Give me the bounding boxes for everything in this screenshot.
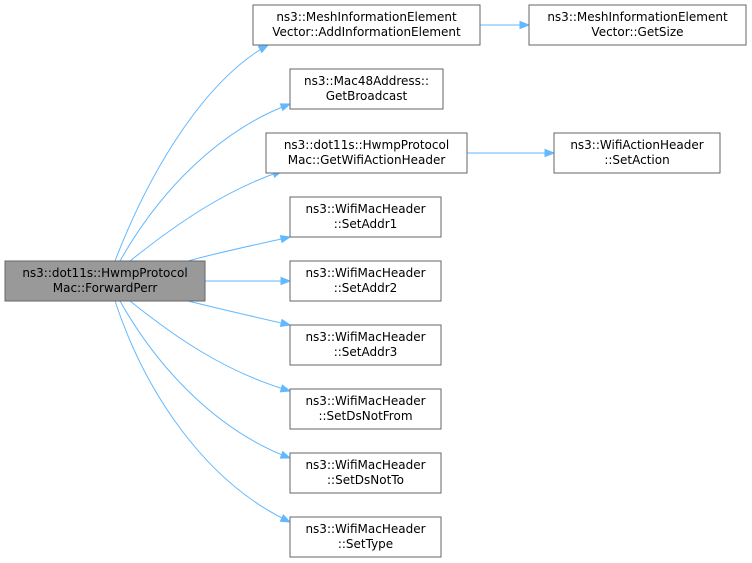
edge-forward_perr-to-set_addr1 <box>187 236 291 262</box>
node-set_ds_not_from[interactable]: ns3::WifiMacHeader::SetDsNotFrom <box>289 388 442 430</box>
node-label-line: ns3::WifiMacHeader <box>305 522 425 536</box>
arrowhead-set_addr2 <box>280 276 292 286</box>
node-label-line: ns3::MeshInformationElement <box>276 10 457 24</box>
edge-forward_perr-to-set_ds_not_from <box>129 300 291 392</box>
node-box <box>252 4 481 46</box>
arrowhead-get_size <box>519 20 531 30</box>
node-label-line: ::SetAddr1 <box>334 217 398 231</box>
node-label-line: ns3::WifiMacHeader <box>305 202 425 216</box>
node-label-line: ::SetType <box>338 537 393 551</box>
edge-forward_perr-to-set_type <box>114 300 291 523</box>
node-box <box>289 196 442 238</box>
node-label-line: ::SetAddr3 <box>334 345 398 359</box>
node-box <box>289 452 442 494</box>
node-get_size[interactable]: ns3::MeshInformationElementVector::GetSi… <box>528 4 747 46</box>
node-label-line: ns3::MeshInformationElement <box>547 10 728 24</box>
node-set_action[interactable]: ns3::WifiActionHeader::SetAction <box>553 132 721 174</box>
node-label-line: ns3::dot11s::HwmpProtocol <box>284 138 449 152</box>
node-get_broadcast[interactable]: ns3::Mac48Address::GetBroadcast <box>289 68 444 110</box>
node-label-line: ::SetAction <box>604 153 669 167</box>
node-label-line: ::SetAddr2 <box>334 281 398 295</box>
node-box <box>528 4 747 46</box>
node-set_ds_not_to[interactable]: ns3::WifiMacHeader::SetDsNotTo <box>289 452 442 494</box>
node-label-line: ::SetDsNotFrom <box>318 409 412 423</box>
arrowhead-set_addr1 <box>279 234 292 244</box>
node-add_ie[interactable]: ns3::MeshInformationElementVector::AddIn… <box>252 4 481 46</box>
node-label-line: Mac::GetWifiActionHeader <box>288 153 446 167</box>
node-label-line: ns3::WifiMacHeader <box>305 266 425 280</box>
node-set_addr3[interactable]: ns3::WifiMacHeader::SetAddr3 <box>289 324 442 366</box>
node-box <box>289 324 442 366</box>
node-set_addr2[interactable]: ns3::WifiMacHeader::SetAddr2 <box>289 260 442 302</box>
arrowhead-set_ds_not_from <box>279 384 292 393</box>
node-label-line: ns3::WifiMacHeader <box>305 458 425 472</box>
node-box <box>4 260 206 302</box>
node-box <box>289 68 444 110</box>
node-forward_perr[interactable]: ns3::dot11s::HwmpProtocolMac::ForwardPer… <box>4 260 206 302</box>
node-label-line: ::SetDsNotTo <box>327 473 404 487</box>
node-label-line: ns3::WifiMacHeader <box>305 330 425 344</box>
node-label-line: Mac::ForwardPerr <box>53 281 158 295</box>
node-label-line: ns3::dot11s::HwmpProtocol <box>22 266 187 280</box>
arrowhead-set_ds_not_to <box>279 450 292 459</box>
node-label-line: ns3::Mac48Address:: <box>304 74 429 88</box>
node-label-line: ns3::WifiMacHeader <box>305 394 425 408</box>
edge-forward_perr-to-get_broadcast <box>119 103 291 262</box>
edge-forward_perr-to-set_addr3 <box>187 300 291 326</box>
arrowhead-set_type <box>279 514 292 523</box>
arrowhead-set_action <box>544 148 556 158</box>
node-set_addr1[interactable]: ns3::WifiMacHeader::SetAddr1 <box>289 196 442 238</box>
arrowhead-add_ie <box>257 44 270 54</box>
node-label-line: Vector::AddInformationElement <box>272 25 461 39</box>
node-get_wifi_action_header[interactable]: ns3::dot11s::HwmpProtocolMac::GetWifiAct… <box>265 132 468 174</box>
arrowhead-get_broadcast <box>279 103 292 112</box>
node-label-line: Vector::GetSize <box>591 25 683 39</box>
node-box <box>265 132 468 174</box>
node-box <box>289 260 442 302</box>
edge-forward_perr-to-add_ie <box>114 44 269 262</box>
node-label-line: ns3::WifiActionHeader <box>570 138 703 152</box>
arrowhead-set_addr3 <box>279 318 292 328</box>
edge-forward_perr-to-set_ds_not_to <box>119 300 291 459</box>
edges-layer <box>114 20 556 523</box>
node-set_type[interactable]: ns3::WifiMacHeader::SetType <box>289 516 442 558</box>
edge-forward_perr-to-get_wifi_action_header <box>129 170 283 262</box>
node-box <box>553 132 721 174</box>
node-box <box>289 388 442 430</box>
node-box <box>289 516 442 558</box>
node-label-line: GetBroadcast <box>326 89 408 103</box>
nodes-layer: ns3::dot11s::HwmpProtocolMac::ForwardPer… <box>4 4 747 558</box>
